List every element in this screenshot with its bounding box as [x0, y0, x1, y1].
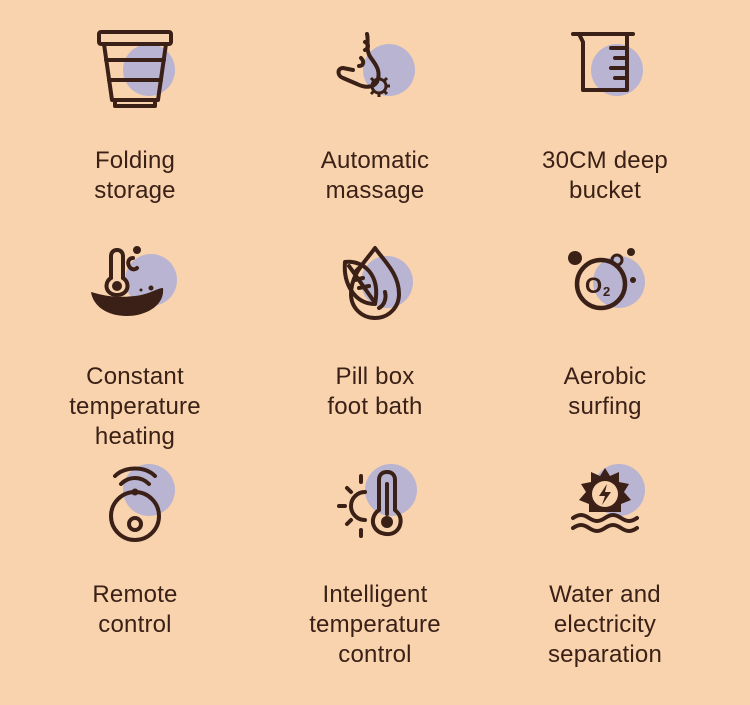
leaf-drop-icon — [325, 244, 425, 334]
feature-folding-storage: Folding storage — [25, 28, 245, 206]
feature-label: Intelligent temperature control — [309, 581, 441, 668]
folding-bucket-icon — [85, 28, 185, 118]
sun-thermometer-icon — [325, 462, 425, 552]
feature-remote-control: Remote control — [25, 462, 245, 640]
foot-massage-icon — [325, 28, 425, 118]
feature-label: Folding storage — [94, 147, 176, 204]
feature-water-electricity-separation: Water and electricity separation — [495, 462, 715, 670]
feature-pill-box-foot-bath: Pill box foot bath — [265, 244, 485, 422]
remote-control-icon — [85, 462, 185, 552]
svg-text:2: 2 — [603, 284, 610, 299]
water-electricity-icon — [555, 462, 655, 552]
feature-label: Automatic massage — [320, 147, 430, 204]
measuring-beaker-icon — [555, 28, 655, 118]
oxygen-bubble-icon: O 2 — [555, 244, 655, 334]
feature-intelligent-temperature-control: Intelligent temperature control — [265, 462, 485, 670]
feature-deep-bucket: 30CM deep bucket — [495, 28, 715, 206]
thermometer-bowl-icon — [85, 244, 185, 334]
feature-constant-temperature-heating: Constant temperature heating — [25, 244, 245, 452]
feature-automatic-massage: Automatic massage — [265, 28, 485, 206]
feature-label: Pill box foot bath — [327, 363, 423, 420]
feature-label: Remote control — [92, 581, 178, 638]
feature-label: 30CM deep bucket — [542, 147, 668, 204]
feature-aerobic-surfing: O 2 Aerobic surfing — [495, 244, 715, 422]
feature-label: Constant temperature heating — [69, 363, 201, 450]
svg-text:O: O — [585, 273, 602, 298]
feature-label: Water and electricity separation — [547, 581, 663, 668]
feature-label: Aerobic surfing — [563, 363, 647, 420]
